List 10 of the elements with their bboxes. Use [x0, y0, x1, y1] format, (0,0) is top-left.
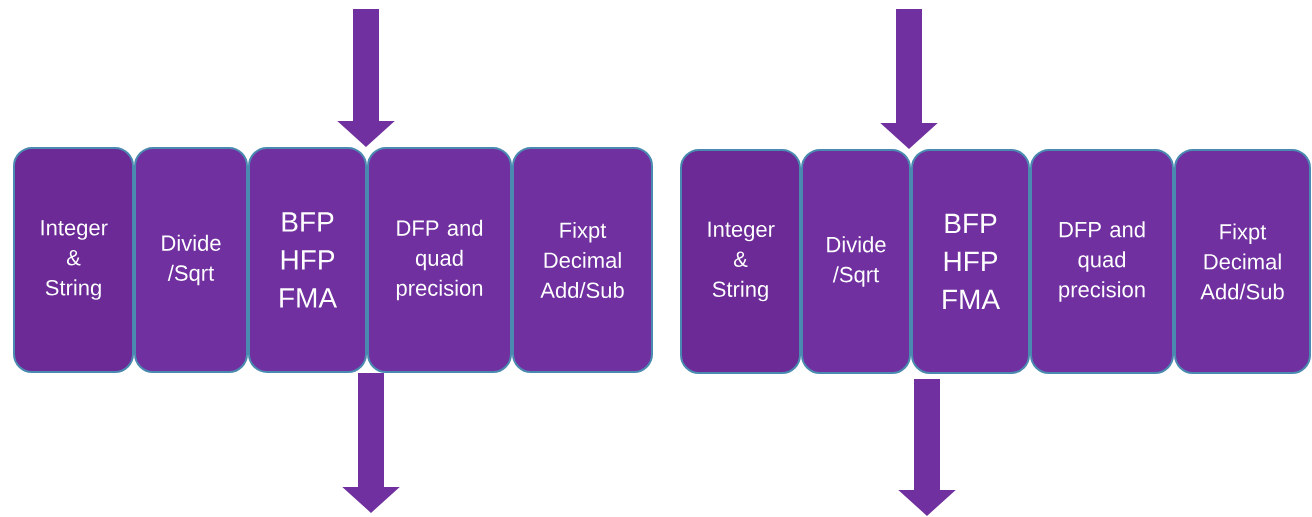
unit-box: BFP HFP FMA: [248, 147, 367, 373]
unit-box: Fixpt Decimal Add/Sub: [1174, 149, 1311, 374]
unit-box: BFP HFP FMA: [911, 149, 1030, 374]
unit-box: Divide /Sqrt: [134, 147, 248, 373]
unit-box: DFP and quad precision: [367, 147, 512, 373]
unit-box: Fixpt Decimal Add/Sub: [512, 147, 653, 373]
unit-box: DFP and quad precision: [1030, 149, 1174, 374]
unit-box: Integer & String: [680, 149, 801, 374]
unit-box: Integer & String: [13, 147, 134, 373]
unit-box: Divide /Sqrt: [801, 149, 911, 374]
